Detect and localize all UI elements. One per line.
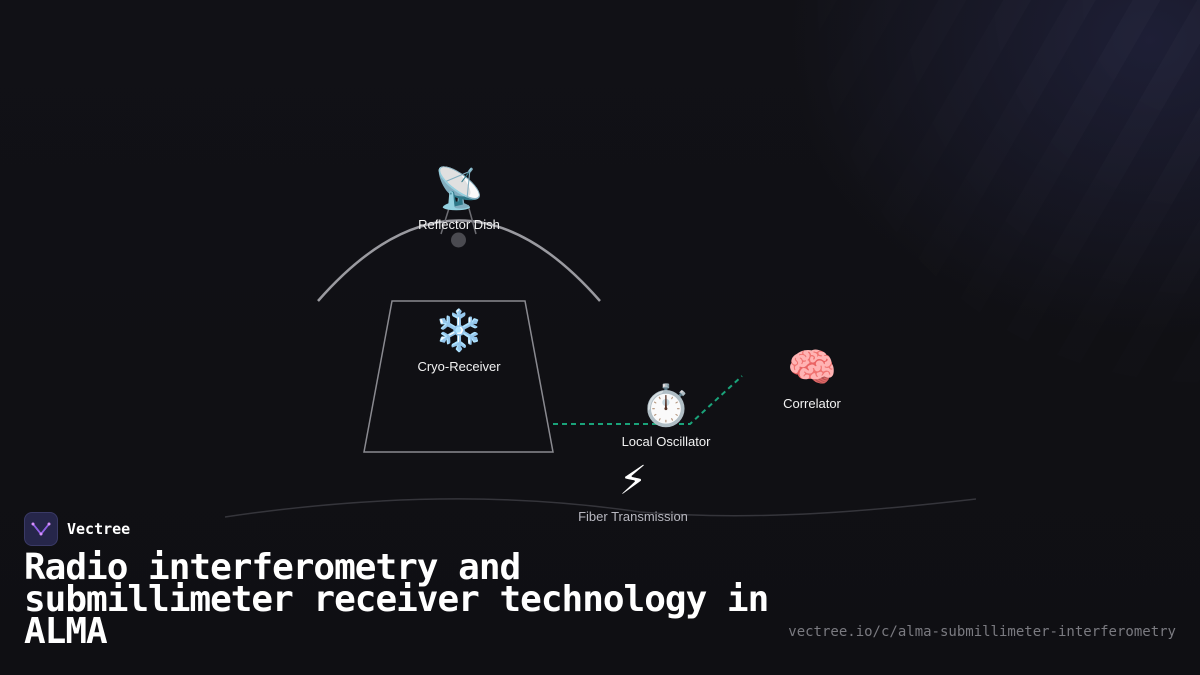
stopwatch-icon: ⏱️ bbox=[641, 384, 691, 428]
brand-name: Vectree bbox=[67, 520, 131, 538]
node-correlator: 🧠 Correlator bbox=[757, 346, 867, 411]
node-reflector-dish: 📡 Reflector Dish bbox=[399, 167, 519, 232]
source-url[interactable]: vectree.io/c/alma-submillimeter-interfer… bbox=[788, 624, 1176, 640]
node-label: Reflector Dish bbox=[418, 217, 500, 232]
vectree-logo-icon bbox=[24, 512, 58, 546]
node-label: Correlator bbox=[783, 396, 841, 411]
feed-horn bbox=[451, 232, 466, 248]
node-label: Fiber Transmission bbox=[578, 509, 688, 524]
signal-path-dashed bbox=[553, 375, 743, 425]
vectree-logo-mark bbox=[31, 522, 51, 536]
lightning-icon: ⚡ bbox=[618, 459, 648, 503]
ground-line bbox=[224, 498, 977, 518]
node-fiber-transmission: ⚡ Fiber Transmission bbox=[568, 459, 698, 524]
node-label: Cryo-Receiver bbox=[417, 359, 501, 374]
brain-icon: 🧠 bbox=[787, 346, 837, 390]
snowflake-icon: ❄️ bbox=[434, 309, 484, 353]
reflector-dish-arc bbox=[317, 219, 601, 302]
feed-strut-left bbox=[440, 204, 451, 235]
node-local-oscillator: ⏱️ Local Oscillator bbox=[600, 384, 732, 449]
receiver-cabin bbox=[363, 300, 554, 453]
node-label: Local Oscillator bbox=[621, 434, 711, 449]
background-beams bbox=[680, 0, 1200, 520]
satellite-antenna-icon: 📡 bbox=[434, 167, 484, 211]
page-title: Radio interferometry and submillimeter r… bbox=[24, 547, 769, 652]
brand[interactable]: Vectree bbox=[24, 512, 130, 546]
feed-strut-right bbox=[467, 204, 477, 235]
node-cryo-receiver: ❄️ Cryo-Receiver bbox=[399, 309, 519, 374]
